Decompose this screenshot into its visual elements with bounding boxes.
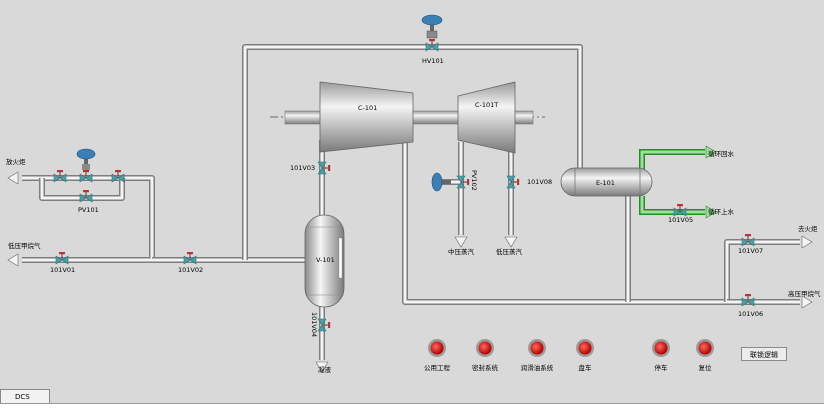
status-bar: [0, 403, 824, 409]
stream-lp-steam: 低压蒸汽: [496, 247, 523, 256]
compressor-label: C-101: [358, 104, 377, 112]
valve-pv101[interactable]: [76, 148, 96, 183]
stream-cw-supply: 循环上水: [708, 207, 735, 216]
turbine-c101t: [457, 81, 516, 154]
valve-pv102[interactable]: [431, 172, 470, 192]
stop-label: 停车: [655, 363, 669, 372]
101v02-label: 101V02: [178, 266, 203, 274]
hv101-label: HV101: [422, 57, 444, 65]
level-gauge: [338, 237, 343, 279]
stream-cw-return: 循环回水: [708, 149, 735, 158]
separator-label: V-101: [316, 256, 335, 264]
stream-arrows: [7, 145, 813, 373]
101v04-label: 101V04: [310, 312, 318, 337]
heat-exchanger-label: E-101: [596, 179, 615, 187]
lube-oil-label: 润滑油系统: [521, 363, 554, 372]
101v03-label: 101V03: [290, 164, 315, 172]
compressor-train: [270, 81, 545, 154]
pipe-network: [22, 44, 800, 360]
stream-mp-steam: 中压蒸汽: [448, 247, 475, 256]
barring-label: 盘车: [579, 363, 593, 372]
barring-button[interactable]: [576, 339, 594, 357]
seal-system-button[interactable]: [476, 339, 494, 357]
pv102-label: PV102: [470, 170, 478, 191]
stream-drain: 凝液: [318, 365, 332, 374]
interlock-logic-button[interactable]: 联锁逻辑: [741, 347, 787, 361]
reset-button[interactable]: [696, 339, 714, 357]
seal-system-label: 密封系统: [472, 363, 499, 372]
101v06-label: 101V06: [738, 310, 763, 318]
101v07-label: 101V07: [738, 247, 763, 255]
valve-hv101[interactable]: [421, 14, 443, 52]
101v08-label: 101V08: [527, 178, 552, 186]
stream-to-torch-right: 去火炬: [798, 224, 818, 233]
pv101-label: PV101: [78, 206, 99, 214]
stream-lp-methane-in: 低压甲烷气: [8, 241, 41, 250]
stop-button[interactable]: [652, 339, 670, 357]
heat-exchanger-e101: [560, 167, 653, 197]
reset-label: 复位: [699, 363, 713, 372]
stream-to-torch-left: 放火炬: [6, 157, 26, 166]
separator-v101: [304, 214, 345, 308]
compressor-c101: [319, 81, 414, 153]
tab-dcs[interactable]: DCS: [0, 389, 50, 403]
stream-hp-methane-out: 高压甲烷气: [788, 289, 821, 298]
101v05-label: 101V05: [668, 216, 693, 224]
utilities-button[interactable]: [428, 339, 446, 357]
turbine-label: C-101T: [475, 101, 498, 109]
lube-oil-button[interactable]: [528, 339, 546, 357]
utilities-label: 公用工程: [424, 363, 451, 372]
101v01-label: 101V01: [50, 266, 75, 274]
